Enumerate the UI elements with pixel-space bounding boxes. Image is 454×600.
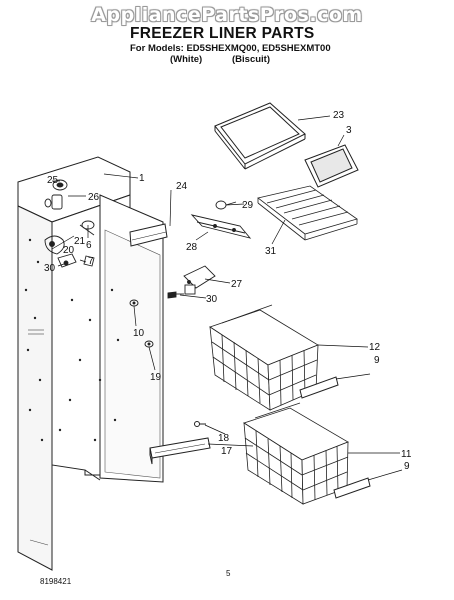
callout-30-right: 30 <box>206 294 218 305</box>
callout-31: 31 <box>265 246 277 257</box>
models-line: For Models: ED5SHEXMQ00, ED5SHEXMT00 <box>130 43 331 54</box>
callout-labels: 1 3 6 7 9 9 10 11 12 17 18 19 20 21 23 2… <box>44 110 412 472</box>
lower-basket-part <box>243 402 349 505</box>
callout-9-upper: 9 <box>374 355 380 366</box>
callout-19: 19 <box>150 372 162 383</box>
basket-trim-part <box>299 376 371 499</box>
callout-3: 3 <box>346 125 352 136</box>
callout-11: 11 <box>401 449 412 460</box>
wire-shelf-part <box>214 102 359 188</box>
callout-23: 23 <box>333 110 345 121</box>
callout-17: 17 <box>221 446 233 457</box>
color-white-label: (White) <box>170 54 203 65</box>
callout-10: 10 <box>133 328 145 339</box>
callout-24: 24 <box>176 181 188 192</box>
callout-7: 7 <box>88 256 94 267</box>
callout-18: 18 <box>218 433 230 444</box>
document-number: 8198421 <box>40 577 72 586</box>
callout-1: 1 <box>139 173 145 184</box>
wire-rack-part <box>257 185 358 241</box>
watermark-text: AppliancePartsPros.com <box>91 4 363 26</box>
callout-28: 28 <box>186 242 198 253</box>
callout-21: 21 <box>74 236 86 247</box>
callout-6: 6 <box>86 240 92 251</box>
trim-strip-part <box>129 223 168 247</box>
drawer-rail-part <box>149 421 211 465</box>
callout-20: 20 <box>63 245 75 256</box>
callout-30-left: 30 <box>44 263 56 274</box>
leader-lines <box>51 115 403 481</box>
callout-27: 27 <box>231 279 243 290</box>
control-cluster-part <box>44 179 95 268</box>
page-title: FREEZER LINER PARTS <box>130 25 315 42</box>
color-biscuit-label: (Biscuit) <box>232 54 270 65</box>
freezer-liner-part <box>17 156 164 571</box>
callout-9-lower: 9 <box>404 461 410 472</box>
screw-part <box>129 299 154 348</box>
callout-25: 25 <box>47 175 59 186</box>
callout-26: 26 <box>88 192 100 203</box>
callout-12: 12 <box>369 342 381 353</box>
page-number: 5 <box>226 569 231 578</box>
switch-housing-part <box>167 265 216 299</box>
callout-29: 29 <box>242 200 254 211</box>
